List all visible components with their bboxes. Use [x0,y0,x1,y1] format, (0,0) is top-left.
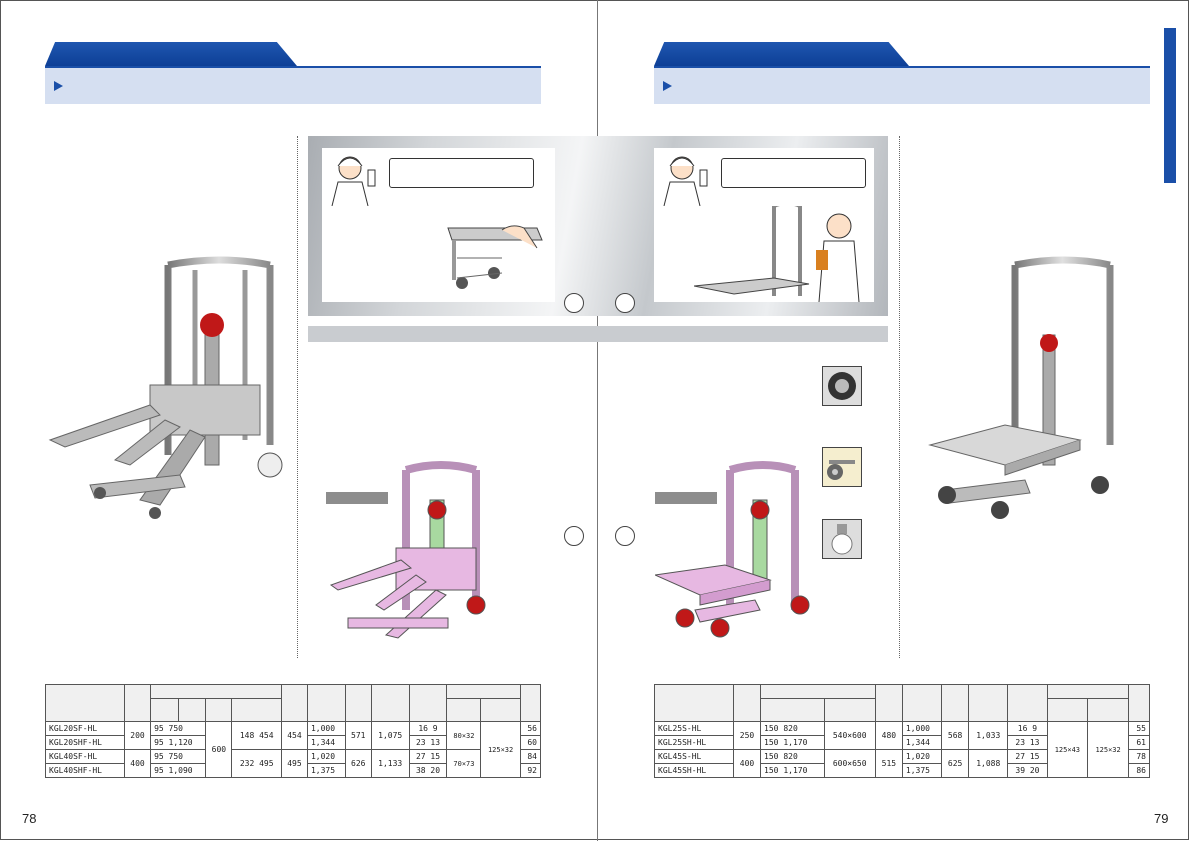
speech-bubble-left [389,158,534,188]
table-row: KGL25S-HL 250 150 820 540×600 480 1,000 … [654,721,1151,778]
spec-table-left: KGL20SF-HL 200 95 750 600 148 454 454 1,… [45,684,542,778]
table-row: KGL45S-HL 400 150 820 600×650 515 1,020 … [654,749,1151,778]
table-row: KGL45SH-HL 150 1,170 1,375 39 20 86 [654,763,1151,778]
section-band-left [45,66,541,104]
dotted-divider-left [297,136,298,658]
cleaning-worker-illustration [694,206,860,302]
mark-circle [564,526,584,546]
product-photo-fork-lifter [48,256,283,519]
product-photo-platform-lifter [928,256,1114,519]
play-arrow-icon [54,81,63,91]
mark-circle [615,526,635,546]
mark-circle [564,293,584,313]
side-index-tab [1164,28,1176,183]
section-tab-left [45,42,297,66]
caster-wheel-icon [822,447,862,487]
table-row: KGL40SF-HL 400 95 750 232 495 495 1,020 … [45,749,542,778]
play-arrow-icon [663,81,672,91]
feature-panel-left [322,148,555,302]
page-fold [597,0,598,841]
speech-bubble-right [721,158,866,188]
dotted-divider-right [899,136,900,658]
caster-wheel-icon [822,366,862,406]
section-divider-bar [308,326,888,342]
caster-wheel-icon [822,519,862,559]
table-row: KGL20SF-HL 200 95 750 600 148 454 454 1,… [45,721,542,778]
section-tab-right [654,42,909,66]
page-number-left: 78 [22,811,37,826]
diagram-platform-lifter [655,461,810,638]
table-row: KGL40SHF-HL 95 1,090 1,375 38 20 92 [45,763,542,778]
mark-circle [615,293,635,313]
section-band-right [654,66,1150,104]
worker-illustration-icon [663,156,708,206]
worker-illustration-icon [331,156,376,206]
spec-table-right: KGL25S-HL 250 150 820 540×600 480 1,000 … [654,684,1151,778]
feature-panel-right [654,148,874,302]
label-tag-right [655,492,717,504]
wiping-illustration [447,225,543,289]
diagram-fork-lifter [329,461,486,639]
label-tag-left [326,492,388,504]
page-number-right: 79 [1154,811,1169,826]
